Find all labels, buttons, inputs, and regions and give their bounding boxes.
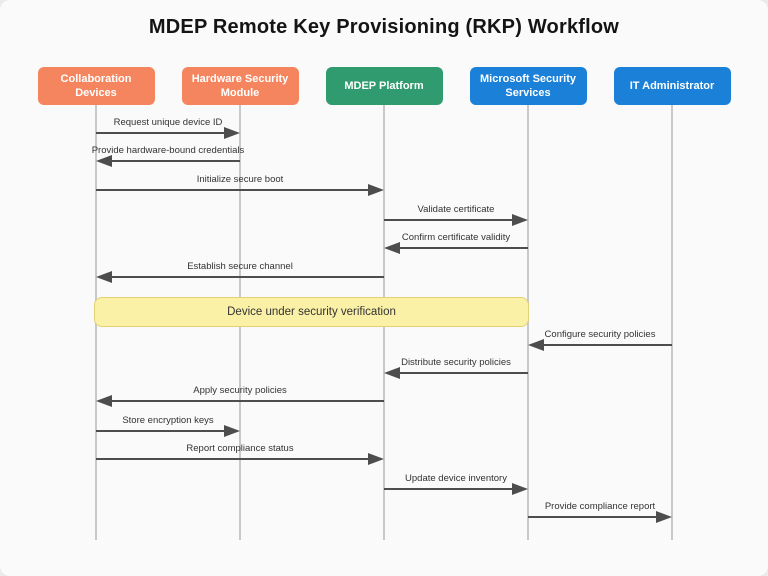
message-arrow-line	[540, 344, 672, 346]
message-arrowhead-icon	[656, 511, 672, 523]
message-arrow-line	[396, 247, 528, 249]
message-label: Initialize secure boot	[196, 174, 284, 185]
message-label: Update device inventory	[405, 473, 507, 484]
message-arrow-line	[96, 430, 228, 432]
message-label: Confirm certificate validity	[401, 232, 511, 243]
message-arrow-line	[96, 458, 372, 460]
message-arrowhead-icon	[368, 184, 384, 196]
message-arrowhead-icon	[224, 127, 240, 139]
diagram-title: MDEP Remote Key Provisioning (RKP) Workf…	[148, 16, 620, 38]
message-label: Provide hardware-bound credentials	[91, 145, 245, 156]
message-label: Establish secure channel	[187, 261, 293, 272]
message-arrowhead-icon	[384, 242, 400, 254]
actor-box-collab: Collaboration Devices	[37, 67, 155, 105]
message-label: Report compliance status	[186, 443, 294, 454]
actor-box-mss: Microsoft Security Services	[469, 67, 587, 105]
message-arrow-line	[96, 132, 228, 134]
message-arrowhead-icon	[528, 339, 544, 351]
message-arrowhead-icon	[224, 425, 240, 437]
actor-box-itadmin: IT Administrator	[613, 67, 731, 105]
message-label: Apply security policies	[193, 385, 287, 396]
note-label: Device under security verification	[227, 306, 396, 318]
message-arrow-line	[384, 488, 516, 490]
message-arrowhead-icon	[96, 155, 112, 167]
actor-box-mdep: MDEP Platform	[325, 67, 443, 105]
message-arrow-line	[108, 400, 384, 402]
message-label: Distribute security policies	[401, 357, 511, 368]
message-arrow-line	[108, 276, 384, 278]
message-arrowhead-icon	[512, 214, 528, 226]
message-label: Validate certificate	[417, 204, 495, 215]
message-arrowhead-icon	[96, 395, 112, 407]
message-arrowhead-icon	[96, 271, 112, 283]
message-arrow-line	[384, 219, 516, 221]
message-arrow-line	[396, 372, 528, 374]
message-arrow-line	[108, 160, 240, 162]
lifeline-itadmin	[671, 105, 673, 540]
message-label: Configure security policies	[544, 329, 656, 340]
message-arrowhead-icon	[512, 483, 528, 495]
message-label: Store encryption keys	[122, 415, 214, 426]
actor-box-hsm: Hardware Security Module	[181, 67, 299, 105]
message-arrowhead-icon	[368, 453, 384, 465]
message-arrowhead-icon	[384, 367, 400, 379]
message-label: Provide compliance report	[544, 501, 656, 512]
message-arrow-line	[528, 516, 660, 518]
note-box: Device under security verification	[94, 297, 529, 327]
message-label: Request unique device ID	[113, 117, 223, 128]
message-arrow-line	[96, 189, 372, 191]
